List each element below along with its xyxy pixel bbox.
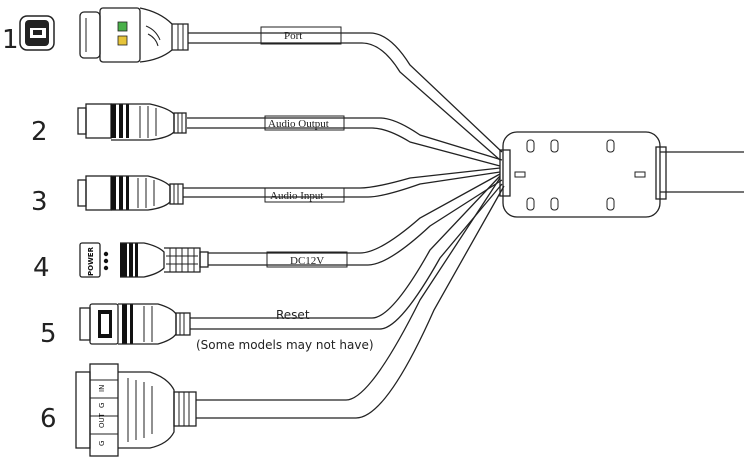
label-dc12v: DC12V xyxy=(290,255,324,267)
io-alarm-connector: IN G OUT G xyxy=(75,363,197,457)
pin-label-out: OUT xyxy=(98,412,106,428)
dc-power-connector: POWER xyxy=(79,242,209,278)
number-3: 3 xyxy=(31,187,48,217)
number-5: 5 xyxy=(40,319,57,349)
label-port: Port xyxy=(284,30,302,42)
number-6: 6 xyxy=(40,404,57,434)
label-audio-output: Audio Output xyxy=(268,118,329,130)
label-boxes xyxy=(260,26,348,268)
audio-input-connector xyxy=(77,175,184,211)
power-plug-text: POWER xyxy=(87,246,95,276)
main-cable-junction xyxy=(499,131,744,218)
audio-output-connector xyxy=(77,103,187,141)
pin-label-in: IN xyxy=(98,385,106,392)
number-4: 4 xyxy=(33,253,50,283)
reset-connector xyxy=(79,303,191,345)
pin-label-g1: G xyxy=(98,403,106,408)
label-reset: Reset xyxy=(276,308,310,322)
label-audio-input: Audio Input xyxy=(270,190,323,202)
number-1: 1 xyxy=(2,25,19,55)
number-2: 2 xyxy=(31,117,48,147)
pin-label-g2: G xyxy=(98,441,106,446)
reset-note: (Some models may not have) xyxy=(196,338,374,352)
rj45-connector xyxy=(19,7,189,63)
fanout-cables xyxy=(183,32,505,419)
label-texts: Port Audio Output Audio Input DC12V Rese… xyxy=(196,30,374,352)
connector-numbers: 1 2 3 4 5 6 xyxy=(2,25,57,434)
